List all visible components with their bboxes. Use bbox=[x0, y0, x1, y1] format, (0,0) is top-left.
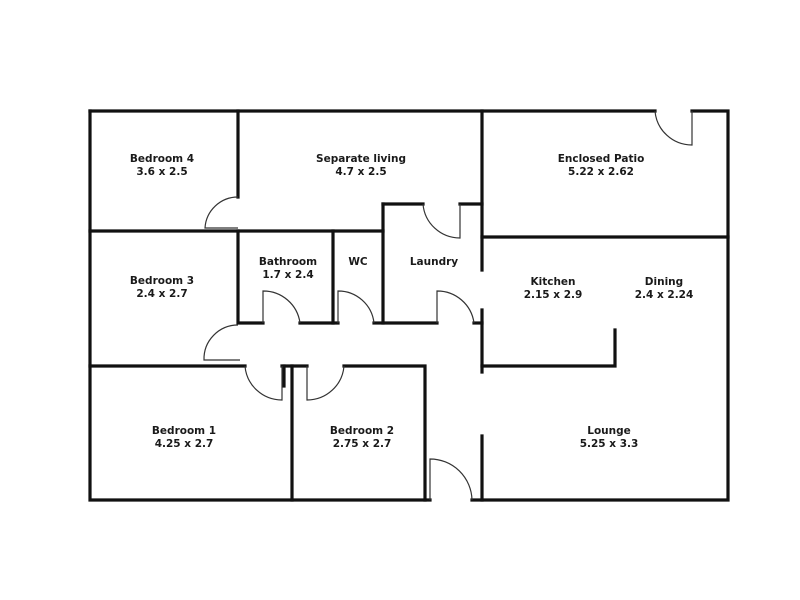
room-label-dining: Dining 2.4 x 2.24 bbox=[635, 276, 694, 302]
room-label-wc: WC bbox=[348, 256, 367, 269]
room-name: Bedroom 2 bbox=[329, 425, 395, 437]
room-dims: 3.6 x 2.5 bbox=[136, 166, 188, 178]
room-label-kitchen: Kitchen 2.15 x 2.9 bbox=[524, 276, 583, 302]
room-name: Laundry bbox=[409, 256, 459, 268]
door-front[interactable] bbox=[429, 458, 473, 501]
room-name: Bedroom 3 bbox=[129, 275, 195, 287]
room-dims: 2.4 x 2.7 bbox=[136, 288, 188, 300]
room-dims: 2.15 x 2.9 bbox=[523, 289, 583, 301]
door-wc[interactable] bbox=[337, 290, 375, 324]
room-name: Enclosed Patio bbox=[557, 153, 645, 165]
room-label-bedroom1: Bedroom 1 4.25 x 2.7 bbox=[152, 425, 216, 451]
room-name: Bedroom 4 bbox=[129, 153, 195, 165]
room-dims: 2.75 x 2.7 bbox=[332, 438, 392, 450]
room-label-enclosed-patio: Enclosed Patio 5.22 x 2.62 bbox=[558, 153, 645, 179]
door-bedroom3[interactable] bbox=[203, 324, 240, 361]
room-name: Kitchen bbox=[530, 276, 576, 288]
door-bedroom4[interactable] bbox=[204, 196, 239, 229]
interior-walls bbox=[88, 109, 730, 502]
room-name: WC bbox=[348, 256, 368, 268]
doors bbox=[203, 110, 693, 501]
room-dims: 5.25 x 3.3 bbox=[579, 438, 639, 450]
door-bedroom2[interactable] bbox=[306, 365, 345, 401]
door-bedroom1[interactable] bbox=[244, 365, 283, 401]
door-laundry-top[interactable] bbox=[422, 203, 461, 239]
room-label-lounge: Lounge 5.25 x 3.3 bbox=[580, 425, 639, 451]
room-label-bedroom2: Bedroom 2 2.75 x 2.7 bbox=[330, 425, 394, 451]
room-name: Bathroom bbox=[258, 256, 318, 268]
room-dims: 2.4 x 2.24 bbox=[634, 289, 694, 301]
room-name: Lounge bbox=[587, 425, 631, 437]
room-name: Bedroom 1 bbox=[151, 425, 217, 437]
door-bathroom[interactable] bbox=[262, 290, 301, 324]
room-label-bedroom3: Bedroom 3 2.4 x 2.7 bbox=[130, 275, 194, 301]
room-name: Separate living bbox=[316, 153, 406, 165]
room-label-bedroom4: Bedroom 4 3.6 x 2.5 bbox=[130, 153, 194, 179]
room-name: Dining bbox=[644, 276, 684, 288]
door-laundry-bottom[interactable] bbox=[436, 290, 475, 324]
room-label-laundry: Laundry bbox=[410, 256, 458, 269]
room-dims: 1.7 x 2.4 bbox=[262, 269, 314, 281]
room-label-bathroom: Bathroom 1.7 x 2.4 bbox=[259, 256, 317, 282]
room-label-separate-living: Separate living 4.7 x 2.5 bbox=[316, 153, 406, 179]
room-dims: 4.25 x 2.7 bbox=[154, 438, 214, 450]
room-dims: 5.22 x 2.62 bbox=[568, 166, 634, 178]
outer-walls bbox=[88, 109, 730, 502]
door-patio[interactable] bbox=[654, 110, 693, 146]
room-dims: 4.7 x 2.5 bbox=[335, 166, 387, 178]
